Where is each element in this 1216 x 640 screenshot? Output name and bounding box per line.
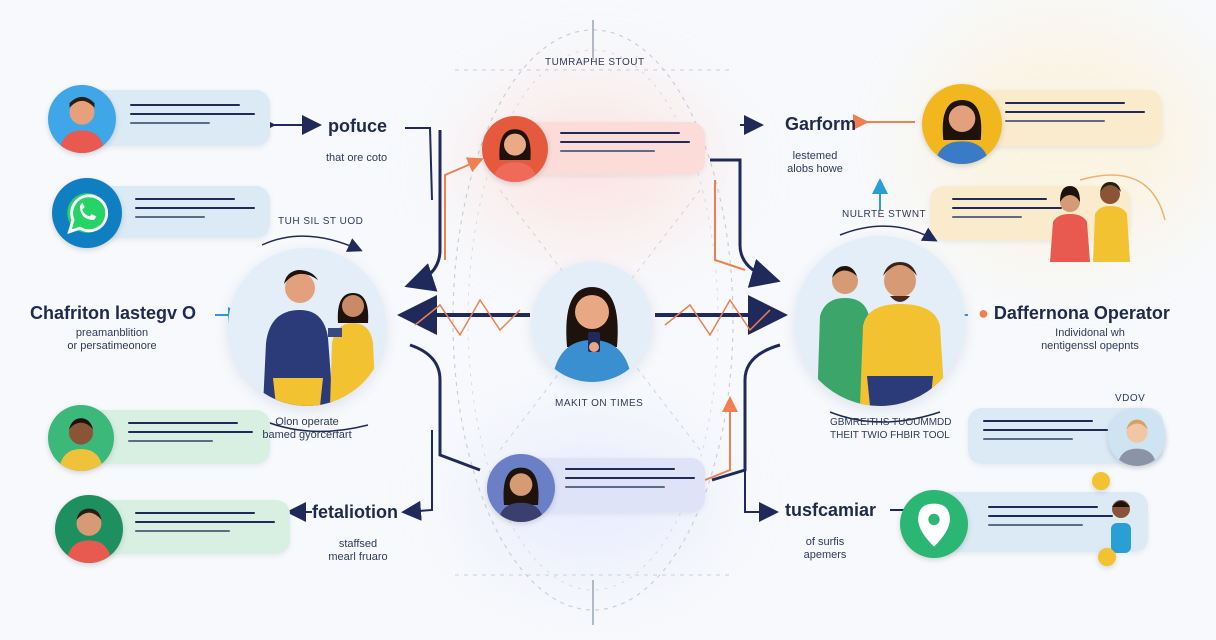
pofuce-sub: that ore coto <box>326 152 388 164</box>
right-small-label: VDOV <box>1115 393 1146 404</box>
top-label: TUMRAPHE STOUT <box>545 57 645 68</box>
center-person-circle <box>532 262 652 382</box>
left-main-title: Chafriton lastegv O <box>30 303 197 323</box>
center-caption: MAKIT ON TIMES <box>555 398 644 409</box>
right-group-circle <box>795 236 965 406</box>
person-avatar-1 <box>48 85 116 153</box>
right-main-title: ● Daffernona Operator <box>978 303 1170 323</box>
notification-dot-icon-2 <box>1098 548 1116 566</box>
person-avatar-3 <box>55 495 123 563</box>
person-avatar-4 <box>922 84 1002 164</box>
person-avatar-2 <box>48 405 114 471</box>
person-avatar-center-bottom <box>487 454 555 522</box>
person-avatar-6 <box>1106 495 1136 555</box>
fetaliotion-title: fetaliotion <box>312 502 398 522</box>
pofuce-title: pofuce <box>328 116 388 136</box>
garform-title: Garform <box>785 114 857 134</box>
whatsapp-icon[interactable] <box>52 178 122 248</box>
location-pin-icon[interactable] <box>900 490 968 558</box>
tusfcamiar-title: tusfcamiar <box>785 500 877 520</box>
right-group-label: NULRTE STWNT <box>842 209 927 220</box>
notification-dot-icon <box>1092 472 1110 490</box>
person-avatar-center-top <box>482 116 548 182</box>
left-group-circle <box>228 248 386 406</box>
couple-illustration <box>1035 172 1145 262</box>
person-avatar-5 <box>1108 408 1166 466</box>
left-group-label: TUH SIL ST UOD <box>278 216 364 227</box>
